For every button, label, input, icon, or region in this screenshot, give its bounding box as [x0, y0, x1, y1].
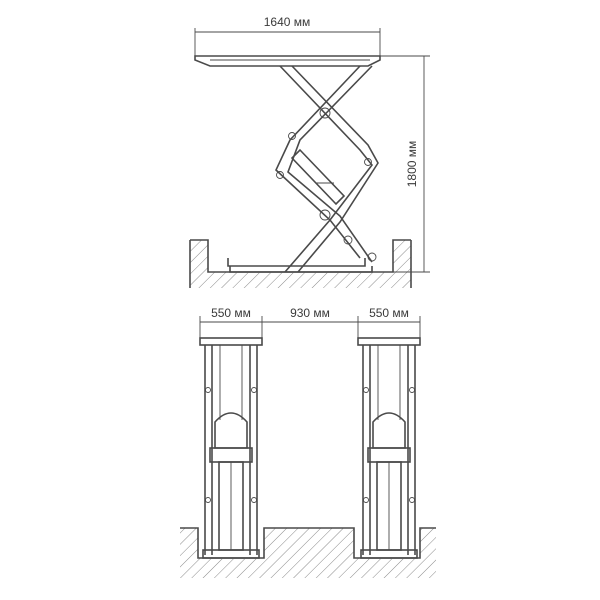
- length-dimension: 1640 мм: [194, 15, 381, 56]
- hydraulic-cylinder: [290, 148, 346, 206]
- side-pit: [189, 239, 412, 288]
- right-lift-column: [357, 337, 421, 559]
- upper-pivot: [319, 107, 331, 119]
- width-dimensions: 550 мм 930 мм 550 мм: [199, 306, 421, 338]
- width-right-label: 550 мм: [369, 306, 409, 320]
- height-label: 1800 мм: [405, 141, 419, 188]
- scissor-arms: [275, 65, 379, 273]
- side-platform: [194, 55, 381, 67]
- length-label: 1640 мм: [264, 15, 311, 29]
- height-dimension: 1800 мм: [380, 55, 430, 273]
- right-cylinder-top: [372, 412, 406, 449]
- lower-pivot: [319, 209, 331, 221]
- front-view: 550 мм 930 мм 550 мм: [180, 306, 436, 578]
- left-lift-column: [199, 337, 263, 559]
- front-pit: [180, 527, 436, 578]
- width-left-label: 550 мм: [211, 306, 251, 320]
- gap-label: 930 мм: [290, 306, 330, 320]
- side-view: 1640 мм: [189, 15, 430, 288]
- left-cylinder-top: [214, 412, 248, 449]
